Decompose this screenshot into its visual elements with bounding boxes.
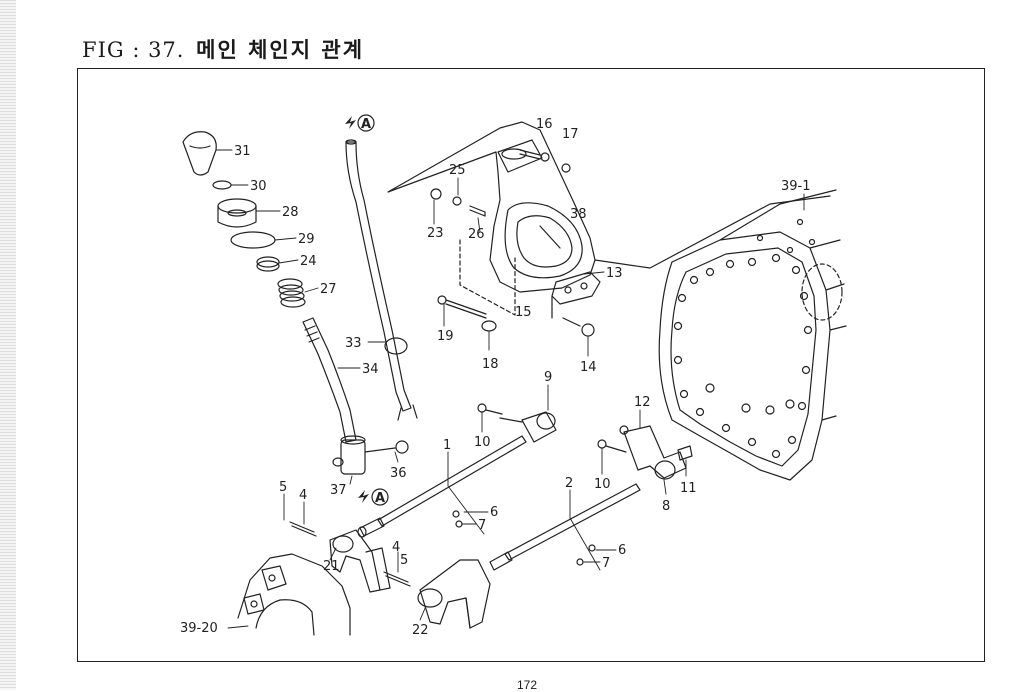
reference-mark-a-upper-label: A [361, 117, 371, 132]
callout-13: 13 [606, 266, 623, 281]
callout-7a: 7 [478, 518, 486, 533]
callout-6b: 6 [618, 543, 626, 558]
screws-23-25-26 [430, 188, 486, 217]
shift-knob-31 [182, 131, 217, 176]
boot-cap-28 [217, 198, 257, 228]
callout-18: 18 [482, 357, 499, 372]
bolt-14 [562, 317, 595, 337]
callout-15: 15 [515, 305, 532, 320]
bolt-19 [437, 295, 487, 319]
reference-mark-a-upper: A [345, 114, 375, 132]
transmission-case-39-1 [658, 189, 847, 481]
callout-23: 23 [427, 226, 444, 241]
callout-39-1: 39-1 [781, 179, 811, 194]
callout-11: 11 [680, 481, 697, 496]
ring-30 [212, 180, 232, 190]
figure-code: FIG : 37. [82, 38, 185, 62]
lever-base-36-37 [332, 435, 409, 475]
case-bolt-holes [673, 218, 816, 459]
callout-17: 17 [562, 127, 579, 142]
callout-31: 31 [234, 144, 251, 159]
reference-mark-a-lower: A [358, 488, 389, 506]
shift-shaft-1 [357, 435, 527, 538]
shift-fork-21 [329, 529, 391, 593]
cover-plate-13 [551, 271, 601, 319]
figure-title-text: 메인 체인지 관계 [196, 38, 365, 62]
callout-10b: 10 [594, 477, 611, 492]
callout-7b: 7 [602, 556, 610, 571]
scan-margin-texture [0, 0, 16, 690]
callout-6a: 6 [490, 505, 498, 520]
callout-26: 26 [468, 227, 485, 242]
lower-housing-39-20 [237, 553, 351, 636]
callout-36: 36 [390, 466, 407, 481]
callout-12: 12 [634, 395, 651, 410]
callout-24: 24 [300, 254, 317, 269]
pin-4-5a [289, 521, 317, 537]
pin-11 [677, 445, 693, 461]
page-number: 172 [517, 678, 538, 692]
callout-22: 22 [412, 623, 429, 638]
diagram-frame [77, 68, 985, 662]
bushing-24 [256, 256, 280, 272]
callout-5a: 5 [279, 480, 287, 495]
shift-cover-housing [387, 121, 596, 293]
shift-fork-9 [499, 411, 557, 443]
callout-27: 27 [320, 282, 337, 297]
shift-rod-33 [345, 139, 418, 421]
callout-38: 38 [570, 207, 587, 222]
callout-39-20: 39-20 [180, 621, 218, 636]
washer-18 [481, 320, 497, 332]
callout-30: 30 [250, 179, 267, 194]
shift-shaft-2 [489, 483, 641, 571]
callout-16: 16 [536, 117, 553, 132]
callout-14: 14 [580, 360, 597, 375]
callout-4b: 4 [392, 540, 400, 555]
figure-title: FIG : 37. 메인 체인지 관계 [82, 34, 364, 64]
callout-1: 1 [443, 438, 451, 453]
shift-fork-22 [417, 559, 491, 629]
callout-9: 9 [544, 370, 552, 385]
callout-28: 28 [282, 205, 299, 220]
callout-25: 25 [449, 163, 466, 178]
ball-6-7b [576, 544, 596, 566]
shift-fork-8 [619, 425, 687, 480]
callout-34: 34 [362, 362, 379, 377]
callout-8: 8 [662, 499, 670, 514]
bolt-16-17 [519, 149, 571, 173]
callout-21: 21 [323, 559, 340, 574]
callout-10a: 10 [474, 435, 491, 450]
reference-mark-a-lower-label: A [375, 491, 385, 506]
callout-4a: 4 [299, 488, 307, 503]
callout-leaders [215, 149, 805, 629]
ball-6-7a [452, 510, 463, 528]
callout-29: 29 [298, 232, 315, 247]
spring-27 [277, 278, 306, 308]
washer-29 [230, 231, 276, 249]
callout-37: 37 [330, 483, 347, 498]
callout-5b: 5 [400, 553, 408, 568]
alignment-leaders-upper [459, 239, 516, 316]
callout-labels: 31 30 28 29 24 27 33 34 36 37 16 17 25 2… [180, 117, 811, 638]
callout-33: 33 [345, 336, 362, 351]
callout-2: 2 [565, 476, 573, 491]
callout-19: 19 [437, 329, 454, 344]
pin-4-5b [383, 571, 411, 587]
housing-link-line [594, 195, 831, 269]
